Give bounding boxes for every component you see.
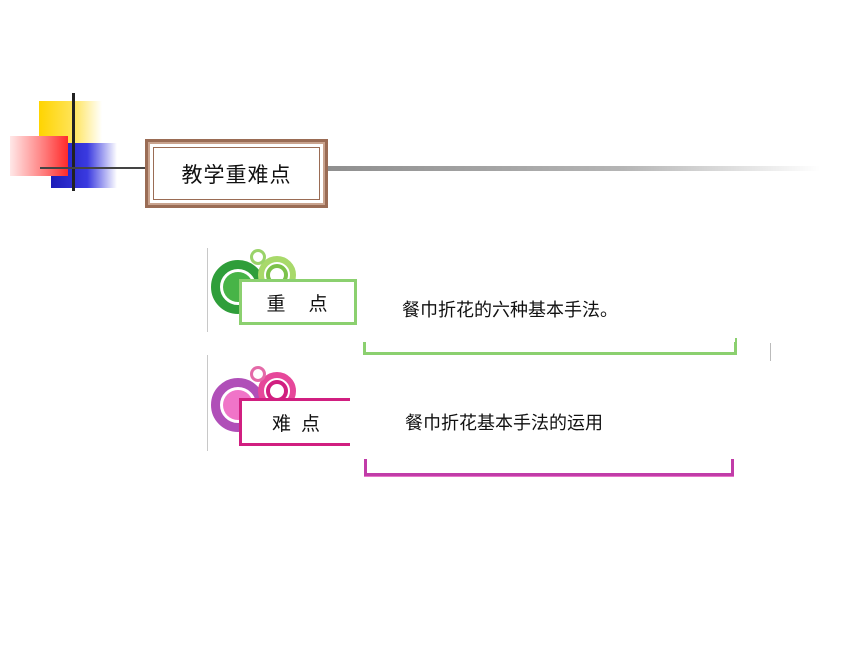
- key-point-panel: 餐巾折花的六种基本手法。: [357, 276, 735, 342]
- title-frame: 教学重难点: [145, 139, 328, 208]
- slide-title: 教学重难点: [148, 142, 325, 205]
- decor-horizontal-line-left: [40, 167, 146, 169]
- divider-line: [207, 248, 208, 332]
- divider-line: [207, 355, 208, 451]
- difficult-point-text: 餐巾折花基本手法的运用: [405, 413, 603, 434]
- key-point-tag: 重 点: [239, 279, 357, 325]
- key-point-panel-bracket: [363, 338, 737, 355]
- difficult-point-panel: 餐巾折花基本手法的运用: [350, 393, 735, 459]
- decor-vertical-line: [72, 93, 75, 191]
- difficult-point-panel-bracket: [364, 456, 734, 476]
- divider-line-right: [770, 343, 771, 361]
- difficult-point-tag: 难 点: [239, 398, 355, 446]
- decor-red-square: [10, 136, 68, 176]
- key-point-text: 餐巾折花的六种基本手法。: [402, 300, 618, 321]
- decor-horizontal-line-right: [328, 166, 820, 171]
